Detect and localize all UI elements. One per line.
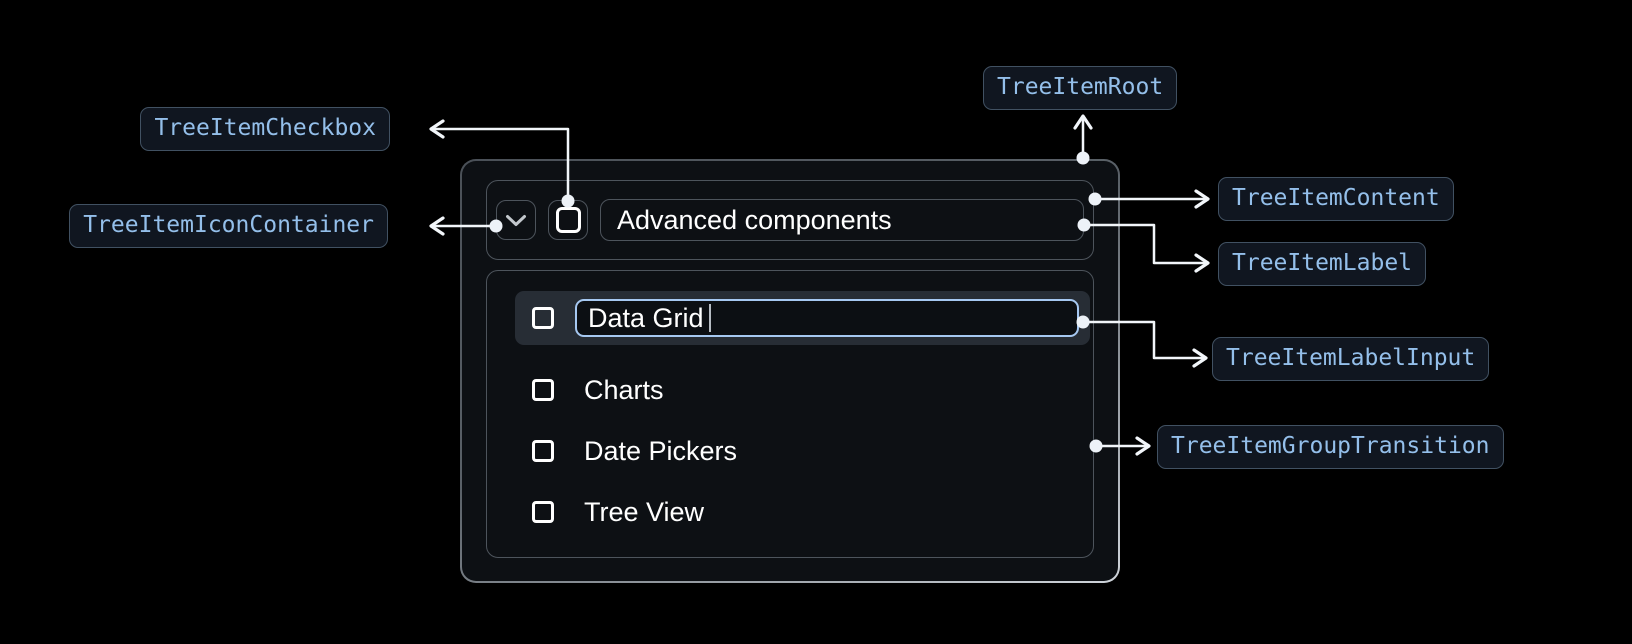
tree-item-group-transition: Data Grid Charts Date Pickers Tree View — [486, 270, 1094, 558]
annotation-tree-item-icon-container: TreeItemIconContainer — [69, 204, 388, 248]
tree-item-label-text: Advanced components — [617, 204, 892, 235]
checkbox-unchecked-icon[interactable] — [532, 501, 554, 523]
arrowhead-left-icon — [429, 216, 445, 236]
tree-item-label-input[interactable]: Data Grid — [575, 299, 1079, 337]
tree-item-label[interactable]: Advanced components — [600, 199, 1084, 241]
annotation-tree-item-label: TreeItemLabel — [1218, 242, 1427, 286]
text-caret — [708, 304, 712, 332]
annotation-tree-item-content: TreeItemContent — [1218, 177, 1454, 221]
connector-root — [1073, 114, 1093, 165]
tree-item-date-pickers[interactable]: Date Pickers — [515, 424, 1090, 478]
checkbox-unchecked-icon — [555, 207, 581, 233]
tree-item-label-text: Charts — [584, 374, 664, 405]
tree-item-root: Advanced components Data Grid Charts Dat… — [460, 159, 1120, 583]
checkbox-unchecked-icon[interactable] — [532, 307, 554, 329]
checkbox-unchecked-icon[interactable] — [532, 379, 554, 401]
arrowhead-right-icon — [1194, 253, 1210, 273]
checkbox-unchecked-icon[interactable] — [532, 440, 554, 462]
tree-item-editing[interactable]: Data Grid — [515, 291, 1090, 345]
arrowhead-up-icon — [1073, 114, 1093, 130]
tree-item-icon-container[interactable] — [496, 200, 536, 240]
annotation-tree-item-label-input: TreeItemLabelInput — [1212, 337, 1490, 381]
arrowhead-right-icon — [1135, 436, 1151, 456]
arrowhead-right-icon — [1194, 189, 1210, 209]
annotation-tree-item-root: TreeItemRoot — [983, 66, 1178, 110]
arrowhead-left-icon — [429, 119, 445, 139]
annotation-tree-item-checkbox: TreeItemCheckbox — [140, 107, 390, 151]
tree-item-content[interactable]: Advanced components — [486, 180, 1094, 260]
arrowhead-right-icon — [1192, 348, 1208, 368]
tree-item-checkbox[interactable] — [548, 200, 588, 240]
chevron-down-icon — [506, 214, 526, 226]
tree-item-label-text: Tree View — [584, 496, 705, 527]
label-input-value: Data Grid — [588, 302, 704, 333]
tree-item-tree-view[interactable]: Tree View — [515, 485, 1090, 539]
annotation-tree-item-group-transition: TreeItemGroupTransition — [1157, 425, 1504, 469]
tree-item-label-text: Date Pickers — [584, 435, 738, 466]
tree-item-charts[interactable]: Charts — [515, 363, 1090, 417]
